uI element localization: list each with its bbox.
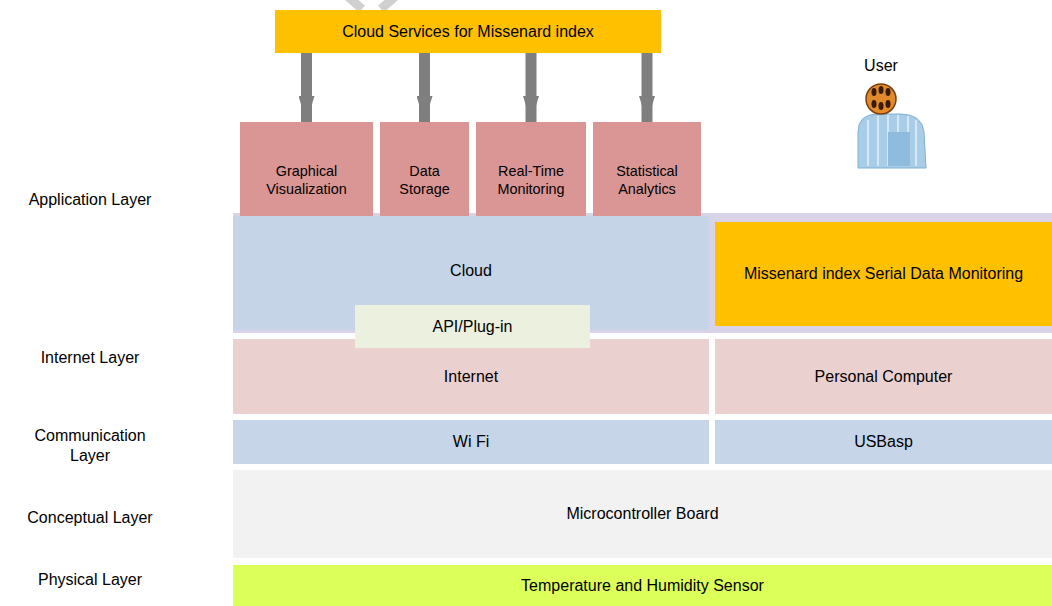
layer-label: Application Layer bbox=[5, 190, 175, 210]
internet-box: Internet bbox=[233, 339, 709, 414]
node-text: USBasp bbox=[850, 432, 917, 452]
node-text: Cloud bbox=[446, 261, 496, 281]
node-text: Internet bbox=[440, 367, 502, 387]
microcontroller-box: Microcontroller Board bbox=[233, 470, 1052, 558]
layer-label: Conceptual Layer bbox=[5, 508, 175, 528]
node-text: Wi Fi bbox=[449, 432, 493, 452]
node-text: Microcontroller Board bbox=[562, 504, 722, 524]
cloud-box: CloudAPI/Plug-in bbox=[233, 216, 709, 330]
api-plugin-box: API/Plug-in bbox=[355, 305, 590, 348]
wifi-box: Wi Fi bbox=[233, 420, 709, 464]
usbasp-box: USBasp bbox=[715, 420, 1052, 464]
block-arrow bbox=[526, 53, 537, 122]
node-text: Real-Time Monitoring bbox=[476, 162, 586, 198]
cloud-services-box: Cloud Services for Missenard index bbox=[275, 10, 661, 53]
block-arrow bbox=[301, 53, 312, 122]
node-text: API/Plug-in bbox=[428, 317, 516, 337]
node-text: Graphical Visualization bbox=[240, 162, 373, 198]
sensor-box: Temperature and Humidity Sensor bbox=[233, 565, 1052, 606]
layer-label: Physical Layer bbox=[5, 570, 175, 590]
block-arrow bbox=[642, 53, 653, 122]
block-arrow bbox=[419, 53, 430, 122]
node-text: Missenard index Serial Data Monitoring bbox=[740, 264, 1027, 284]
layer-label: Internet Layer bbox=[5, 348, 175, 368]
user-label: User bbox=[850, 56, 912, 76]
node-text: Personal Computer bbox=[811, 367, 957, 387]
node-text: Data Storage bbox=[380, 162, 469, 198]
serial-monitoring-box: Missenard index Serial Data Monitoring bbox=[715, 222, 1052, 326]
node-text: Temperature and Humidity Sensor bbox=[517, 576, 768, 596]
node-text: Statistical Analytics bbox=[593, 162, 701, 198]
personal-computer-box: Personal Computer bbox=[715, 339, 1052, 414]
cross-mark bbox=[345, 0, 398, 9]
user-icon bbox=[858, 84, 926, 168]
node-text: Cloud Services for Missenard index bbox=[338, 22, 598, 42]
layer-label: Communication Layer bbox=[25, 426, 155, 466]
